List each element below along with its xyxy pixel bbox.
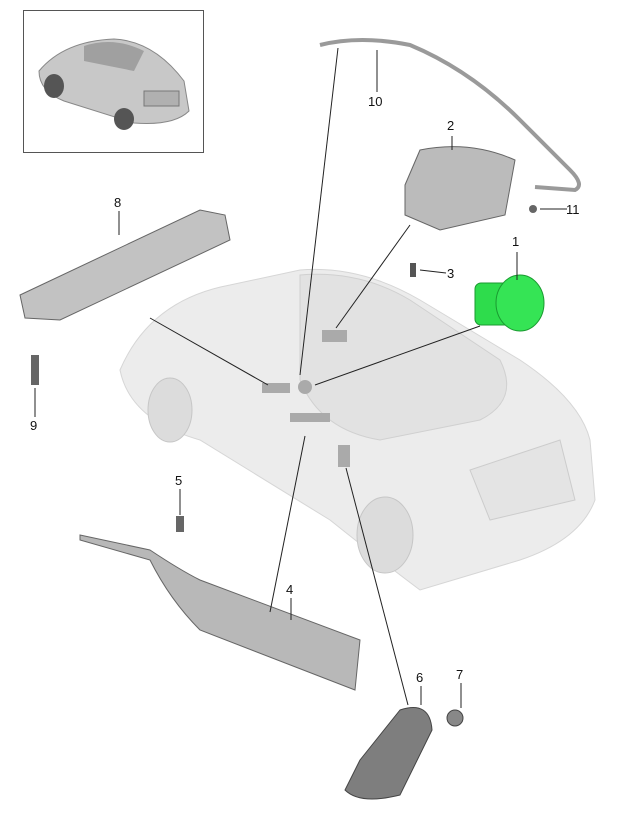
part-7-clip bbox=[446, 709, 464, 727]
callout-2: 2 bbox=[447, 118, 455, 133]
part-3-screw bbox=[410, 263, 416, 277]
overview-car-thumbnail bbox=[23, 10, 204, 153]
callout-6: 6 bbox=[416, 670, 424, 685]
callout-3: 3 bbox=[447, 266, 455, 281]
part-2-passenger-airbag bbox=[404, 146, 516, 231]
installed-curtain-airbag bbox=[262, 383, 290, 393]
callout-9: 9 bbox=[30, 418, 38, 433]
part-6-seat-airbag bbox=[344, 707, 433, 800]
installed-driver-airbag bbox=[298, 380, 312, 394]
callout-5: 5 bbox=[175, 473, 183, 488]
part-1-driver-airbag bbox=[474, 274, 545, 332]
part-10-roof-airbag-tube bbox=[319, 38, 581, 193]
callout-11: 11 bbox=[566, 202, 580, 217]
installed-passenger-airbag bbox=[322, 330, 347, 342]
callout-10: 10 bbox=[368, 94, 383, 109]
callout-7: 7 bbox=[456, 667, 464, 682]
car-thumbnail-illustration bbox=[38, 38, 190, 130]
callout-4: 4 bbox=[286, 582, 294, 597]
installed-knee-airbag bbox=[290, 413, 330, 422]
callout-1: 1 bbox=[512, 234, 520, 249]
car-body bbox=[119, 268, 596, 591]
leader-lines bbox=[34, 47, 567, 708]
part-4-side-airbag-module bbox=[79, 534, 361, 691]
callout-8: 8 bbox=[114, 195, 122, 210]
part-8-knee-airbag bbox=[19, 209, 231, 321]
part-11-nut bbox=[529, 205, 537, 213]
installed-side-airbag bbox=[338, 445, 350, 467]
part-5-bolt bbox=[176, 516, 184, 532]
part-9-bolt bbox=[31, 355, 39, 385]
